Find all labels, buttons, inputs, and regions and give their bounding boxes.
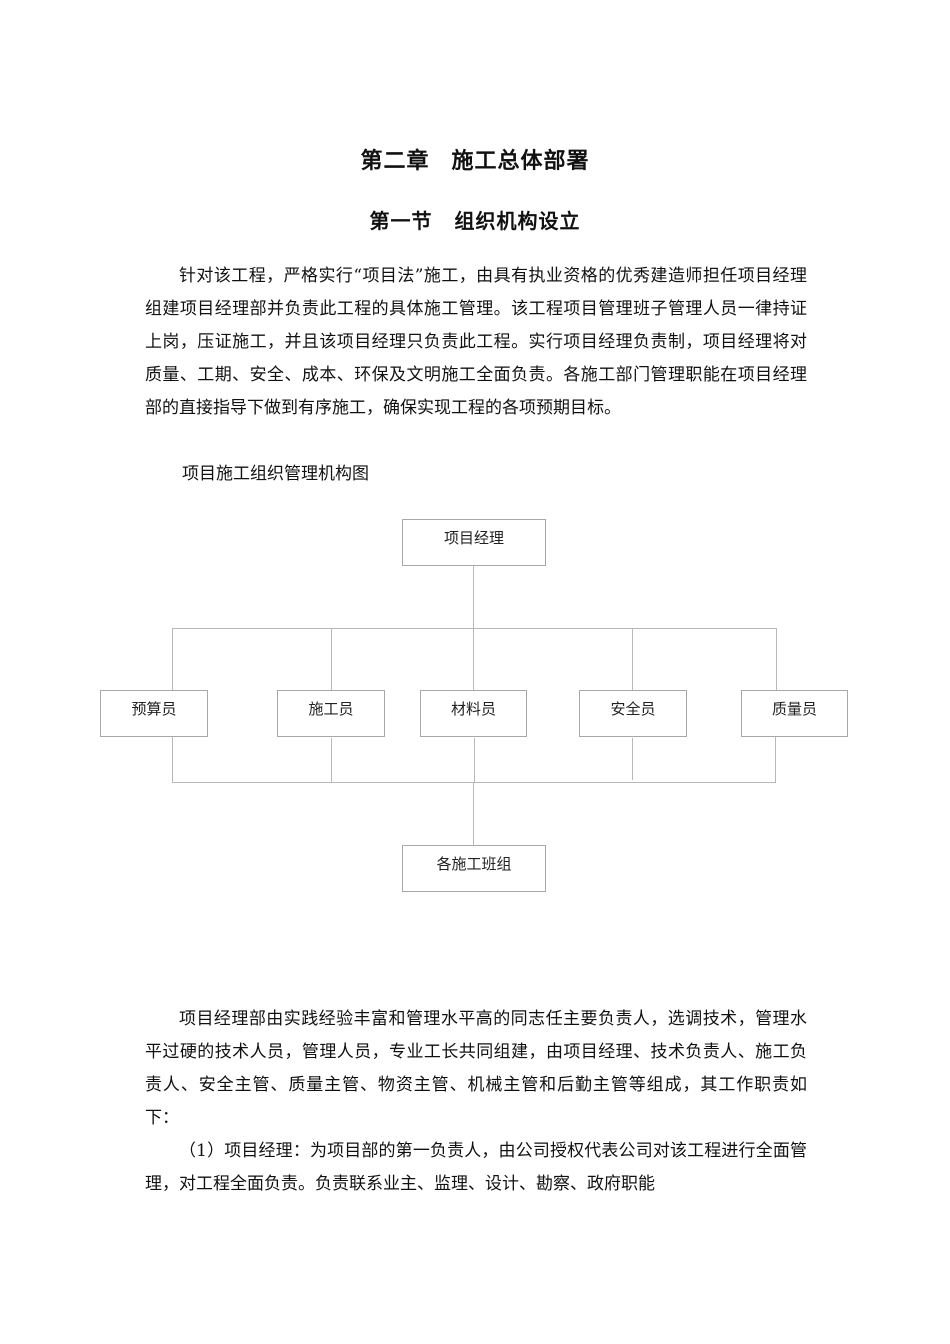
org-node-budgeter: 预算员 xyxy=(100,690,208,737)
duty-item-1: （1）项目经理：为项目部的第一负责人，由公司授权代表公司对该工程进行全面管理，对… xyxy=(145,1141,807,1194)
org-node-project-manager: 项目经理 xyxy=(402,519,546,566)
org-node-constructor: 施工员 xyxy=(277,690,385,737)
connector-rise-3 xyxy=(474,738,475,782)
connector-bottom-vertical xyxy=(473,782,474,845)
org-node-safety: 安全员 xyxy=(579,690,687,737)
connector-lower-horizontal xyxy=(172,782,776,783)
section-prefix: 第一节 xyxy=(369,209,433,233)
connector-rise-1 xyxy=(172,736,173,782)
org-node-materials: 材料员 xyxy=(420,690,527,737)
connector-rise-5 xyxy=(775,736,776,782)
chapter-name: 施工总体部署 xyxy=(451,149,590,174)
connector-top-vertical xyxy=(473,565,474,628)
connector-drop-4 xyxy=(632,628,633,690)
org-node-work-teams: 各施工班组 xyxy=(402,845,546,892)
connector-rise-2 xyxy=(331,738,332,782)
connector-drop-3 xyxy=(473,628,474,690)
section-name: 组织机构设立 xyxy=(454,209,581,233)
department-paragraph: 项目经理部由实践经验丰富和管理水平高的同志任主要负责人，选调技术，管理水平过硬的… xyxy=(145,1009,807,1128)
connector-drop-2 xyxy=(331,628,332,690)
connector-upper-horizontal xyxy=(172,628,776,629)
connector-rise-4 xyxy=(632,738,633,780)
chapter-title: 第二章施工总体部署 xyxy=(0,143,950,175)
connector-drop-1 xyxy=(172,628,173,690)
figure-caption: 项目施工组织管理机构图 xyxy=(182,464,369,484)
chapter-prefix: 第二章 xyxy=(360,149,430,174)
org-node-quality: 质量员 xyxy=(741,690,848,737)
intro-paragraph: 针对该工程，严格实行“项目法”施工，由具有执业资格的优秀建造师担任项目经理组建项… xyxy=(145,266,807,418)
connector-drop-5 xyxy=(776,628,777,690)
section-title: 第一节组织机构设立 xyxy=(0,205,950,234)
